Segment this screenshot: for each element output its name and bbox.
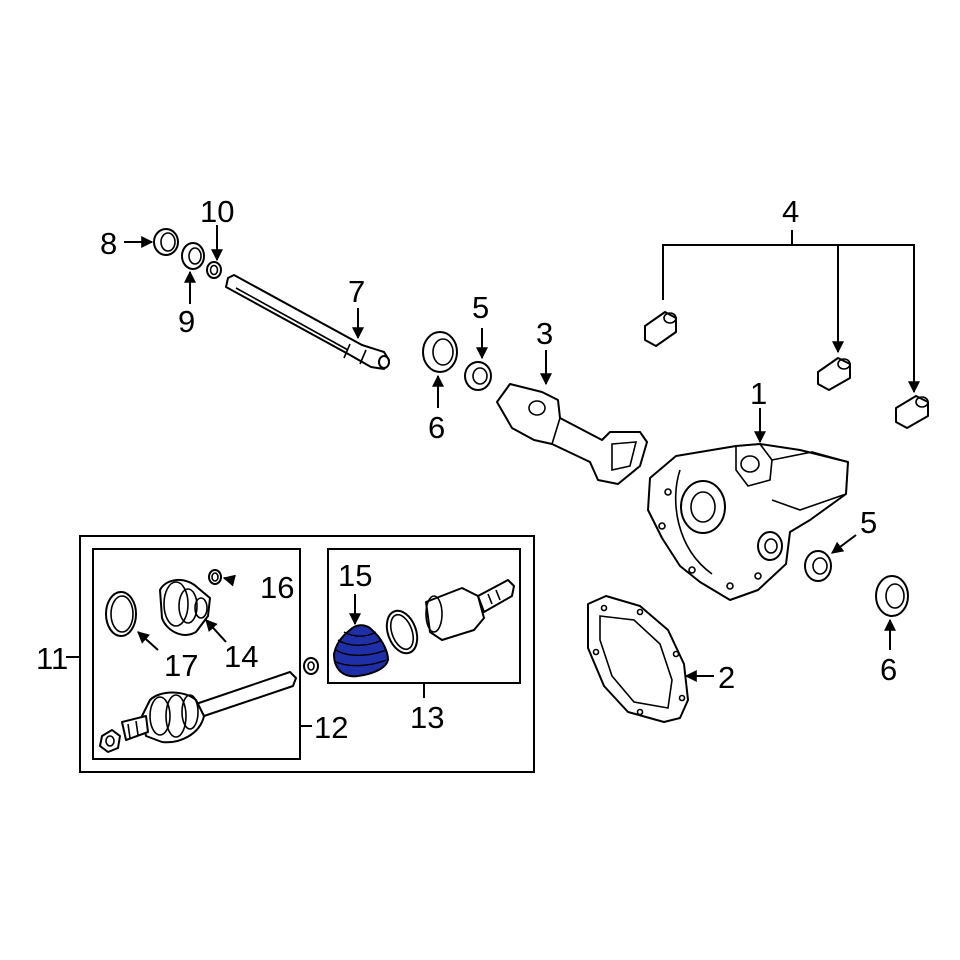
bushing-part-4-c[interactable] bbox=[895, 395, 929, 429]
callout-5-lower: 5 bbox=[860, 505, 877, 540]
callout-6-upper: 6 bbox=[428, 410, 445, 445]
bearing-part-5-upper[interactable] bbox=[464, 361, 492, 391]
callout-17: 17 bbox=[164, 648, 198, 683]
seal-part-6-upper[interactable] bbox=[422, 331, 458, 373]
clamp-part-17[interactable] bbox=[105, 591, 137, 637]
callout-13: 13 bbox=[410, 700, 444, 735]
axle-tube-part-3[interactable] bbox=[496, 383, 648, 485]
bushing-part-4-b[interactable] bbox=[817, 357, 851, 391]
callout-14: 14 bbox=[224, 639, 258, 674]
callout-4: 4 bbox=[782, 194, 799, 229]
callout-11: 11 bbox=[36, 641, 68, 676]
callout-9: 9 bbox=[178, 304, 195, 339]
callout-1: 1 bbox=[750, 376, 767, 411]
outer-boot-part-14[interactable] bbox=[159, 579, 211, 636]
callout-7: 7 bbox=[348, 274, 365, 309]
callout-8: 8 bbox=[100, 226, 117, 261]
seal-part-6-lower[interactable] bbox=[875, 575, 909, 617]
seal-part-8[interactable] bbox=[153, 228, 179, 256]
inner-joint-housing[interactable] bbox=[425, 579, 515, 641]
callout-2: 2 bbox=[718, 660, 735, 695]
outer-cv-joint-part-12[interactable] bbox=[99, 671, 297, 753]
washer[interactable] bbox=[303, 657, 319, 675]
callout-6-lower: 6 bbox=[880, 652, 897, 687]
bearing-part-9[interactable] bbox=[181, 242, 205, 270]
halfshaft-assembly-box-11 bbox=[79, 535, 535, 773]
clamp-ring-box-13[interactable] bbox=[381, 607, 422, 658]
callout-10: 10 bbox=[200, 194, 234, 229]
small-clamp-part-16[interactable] bbox=[208, 569, 222, 585]
callout-16: 16 bbox=[260, 570, 294, 605]
callout-12: 12 bbox=[314, 710, 348, 745]
outer-joint-box-12 bbox=[92, 548, 301, 760]
inner-boot-part-15[interactable] bbox=[332, 624, 390, 678]
callout-15: 15 bbox=[338, 558, 372, 593]
snap-ring-part-10[interactable] bbox=[206, 261, 222, 279]
differential-housing-part-1[interactable] bbox=[647, 443, 849, 601]
bushing-part-4-a[interactable] bbox=[644, 311, 677, 347]
callout-3: 3 bbox=[536, 316, 553, 351]
callout-5-upper: 5 bbox=[472, 290, 489, 325]
bearing-part-5-lower[interactable] bbox=[804, 550, 832, 582]
differential-cover-part-2[interactable] bbox=[587, 595, 689, 723]
intermediate-shaft-part-7[interactable] bbox=[225, 274, 390, 370]
